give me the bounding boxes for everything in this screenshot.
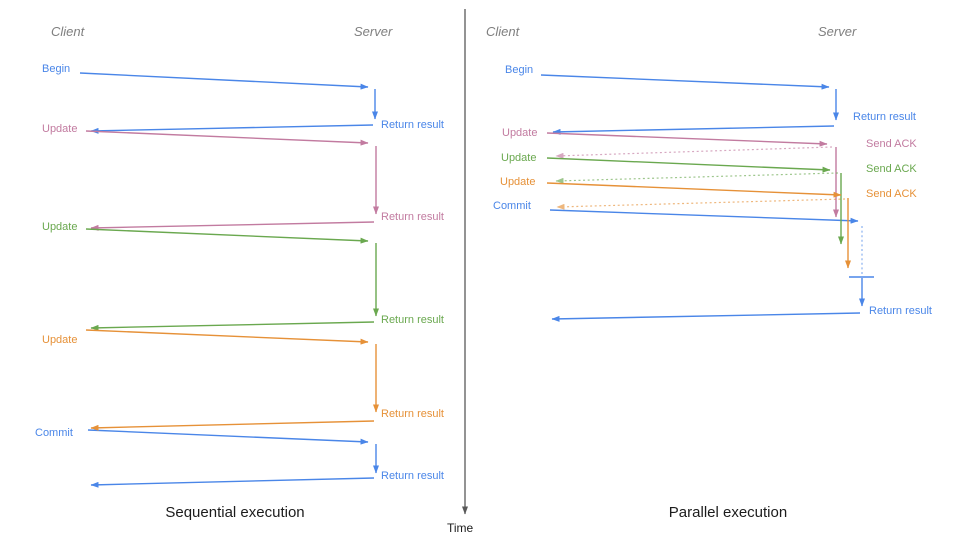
seq-update1-request-arrow [85, 130, 369, 146]
seq-server-heading: Server [354, 24, 393, 39]
par-begin-request-arrow [540, 74, 830, 90]
seq-begin-request-arrow [79, 72, 369, 90]
par-green-arrows [546, 157, 844, 245]
seq-update2-label: Update [42, 221, 78, 233]
par-update3-label: Update [500, 176, 536, 188]
seq-update2-request-arrow [85, 228, 369, 244]
seq-begin-label: Begin [42, 63, 71, 75]
par-update2-ack-label: Send ACK [866, 163, 917, 175]
seq-begin-return-arrow [90, 124, 374, 134]
par-begin-return-arrow [552, 125, 835, 135]
par-orange-arrows [546, 182, 851, 269]
seq-update1-return-label: Return result [381, 211, 444, 223]
time-axis-label: Time [447, 521, 474, 535]
seq-green-arrows [85, 228, 379, 331]
par-begin-return-label: Return result [853, 111, 916, 123]
par-update1-request-arrow [546, 132, 828, 147]
par-update3-ack-label: Send ACK [866, 188, 917, 200]
par-commit-return-arrow [551, 312, 861, 322]
seq-update1-label: Update [42, 123, 78, 135]
par-begin-label: Begin [505, 64, 534, 76]
par-update2-ack-dotted-arrow [555, 172, 839, 184]
par-update2-request-arrow [546, 157, 831, 173]
par-commit-label: Commit [493, 200, 531, 212]
par-blue-arrows [540, 74, 874, 322]
par-update1-ack-label: Send ACK [866, 138, 917, 150]
seq-update2-return-arrow [90, 321, 375, 331]
seq-update1-return-arrow [90, 221, 375, 231]
seq-commit-label: Commit [35, 427, 73, 439]
seq-commit-request-arrow [87, 429, 369, 445]
par-client-heading: Client [486, 24, 520, 39]
par-commit-return-label: Return result [869, 305, 932, 317]
seq-pink-arrows [85, 130, 379, 231]
seq-client-heading: Client [51, 24, 85, 39]
par-caption: Parallel execution [668, 504, 788, 521]
seq-commit-return-arrow [90, 477, 375, 488]
par-update1-ack-dotted-arrow [555, 146, 833, 159]
seq-update2-return-label: Return result [381, 314, 444, 326]
par-update3-ack-dotted-arrow [556, 198, 846, 210]
seq-orange-arrows [85, 329, 379, 431]
seq-commit-return-label: Return result [381, 470, 444, 482]
par-pink-arrows [546, 132, 839, 218]
par-server-heading: Server [818, 24, 857, 39]
par-update1-label: Update [502, 127, 538, 139]
par-commit-request-arrow [549, 209, 859, 224]
par-update3-request-arrow [546, 182, 842, 198]
seq-update3-request-arrow [85, 329, 369, 345]
par-update2-label: Update [501, 152, 537, 164]
seq-update3-label: Update [42, 334, 78, 346]
seq-update3-return-arrow [90, 420, 375, 431]
seq-update3-return-label: Return result [381, 408, 444, 420]
seq-begin-return-label: Return result [381, 119, 444, 131]
seq-caption: Sequential execution [165, 504, 305, 521]
seq-blue-arrows [79, 72, 379, 488]
